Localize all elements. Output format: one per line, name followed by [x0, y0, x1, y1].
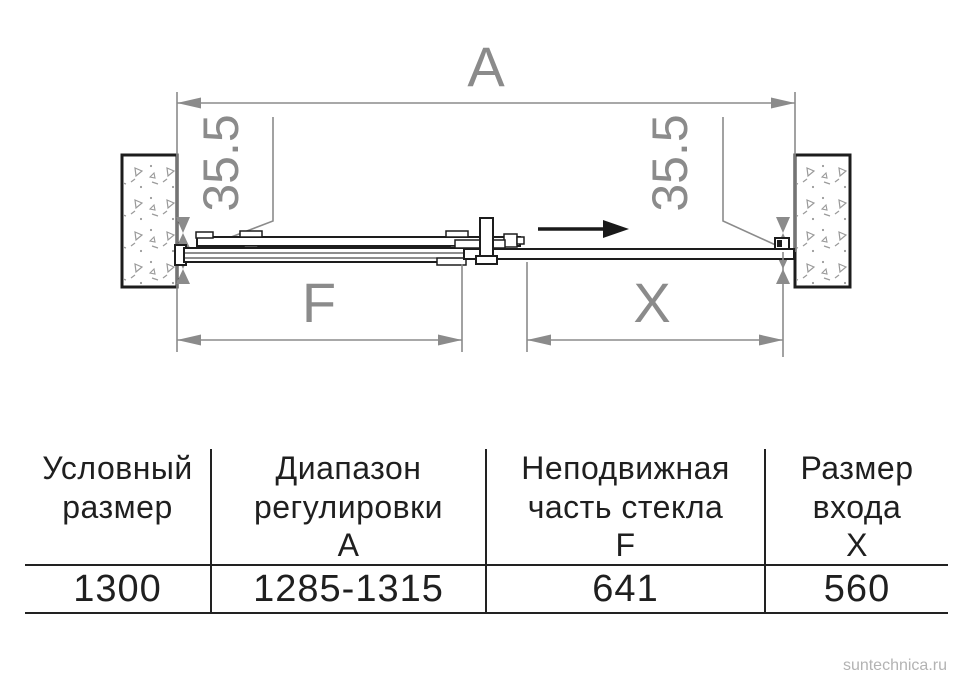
offset-left-label: 35.5 — [193, 114, 249, 211]
dim-x-label: X — [633, 271, 670, 334]
table-row: 1300 1285-1315 641 560 — [25, 566, 948, 614]
dimension-x — [526, 252, 784, 357]
dim-f-label: F — [302, 271, 336, 334]
table-header-row: Условный размер Диапазон регулировки А Н… — [25, 449, 948, 566]
table-cell-conditional-size: 1300 — [25, 566, 212, 612]
table-header-conditional-size: Условный размер — [25, 449, 212, 564]
wall-left — [120, 153, 179, 289]
dimension-offset-left: 35.5 — [193, 114, 274, 245]
dim-a-label: A — [467, 35, 505, 98]
dimension-a — [176, 92, 796, 352]
dimension-f — [177, 264, 463, 352]
table-cell-fixed-glass-f: 641 — [487, 566, 766, 612]
slide-direction-arrow-icon — [538, 220, 629, 238]
table-cell-adjustment-range-a: 1285-1315 — [212, 566, 487, 612]
wall-right — [793, 153, 852, 289]
door-handle — [475, 217, 498, 265]
table-header-adjustment-range-a: Диапазон регулировки А — [212, 449, 487, 564]
table-header-fixed-glass-f: Неподвижная часть стекла F — [487, 449, 766, 564]
offset-right-label: 35.5 — [642, 114, 698, 211]
dimension-offset-right: 35.5 — [642, 114, 781, 248]
fixed-glass-panel — [174, 244, 467, 266]
table-header-entry-size-x: Размер входа Х — [800, 450, 914, 563]
table-cell-entry-size-x: 560 — [823, 567, 891, 610]
shower-door-top-view-diagram: A 35.5 35.5 — [120, 35, 852, 357]
dimensions-table: Условный размер Диапазон регулировки А Н… — [25, 449, 948, 614]
watermark-site-name: suntechnica.ru — [842, 657, 947, 674]
